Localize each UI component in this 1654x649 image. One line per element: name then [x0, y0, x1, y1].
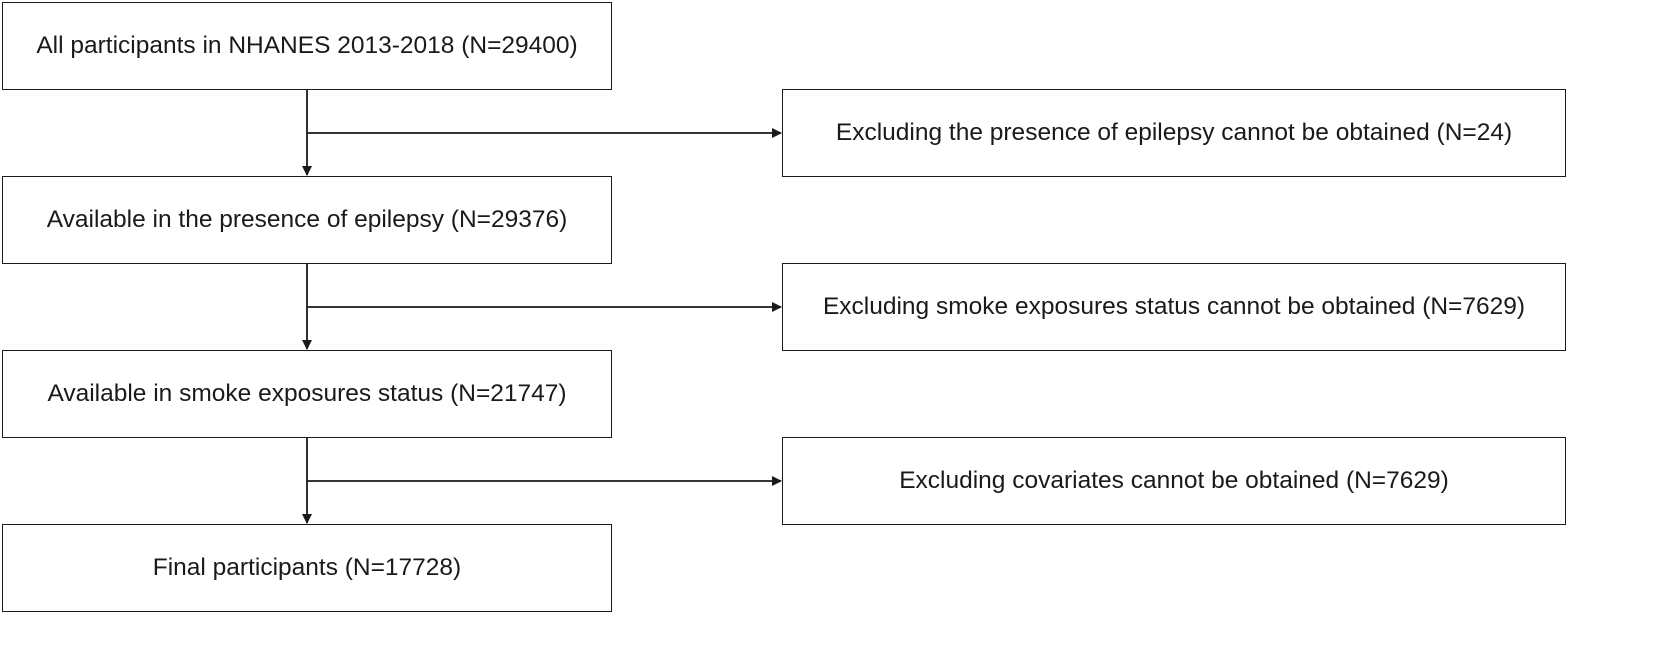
exclusion-label: Excluding covariates cannot be obtained …	[899, 467, 1449, 494]
step-label: Final participants (N=17728)	[152, 554, 462, 581]
exclusion-label: Excluding the presence of epilepsy canno…	[835, 119, 1513, 146]
step-box-final-participants: Final participants (N=17728)	[2, 524, 612, 612]
exclusion-box-epilepsy: Excluding the presence of epilepsy canno…	[782, 89, 1566, 177]
exclusion-box-smoke: Excluding smoke exposures status cannot …	[782, 263, 1566, 351]
step-box-epilepsy-available: Available in the presence of epilepsy (N…	[2, 176, 612, 264]
step-label: Available in smoke exposures status (N=2…	[47, 380, 567, 407]
step-label: All participants in NHANES 2013-2018 (N=…	[36, 32, 578, 59]
exclusion-box-covariates: Excluding covariates cannot be obtained …	[782, 437, 1566, 525]
exclusion-label: Excluding smoke exposures status cannot …	[822, 293, 1526, 320]
step-label: Available in the presence of epilepsy (N…	[46, 206, 568, 233]
step-box-smoke-available: Available in smoke exposures status (N=2…	[2, 350, 612, 438]
step-box-all-participants: All participants in NHANES 2013-2018 (N=…	[2, 2, 612, 90]
